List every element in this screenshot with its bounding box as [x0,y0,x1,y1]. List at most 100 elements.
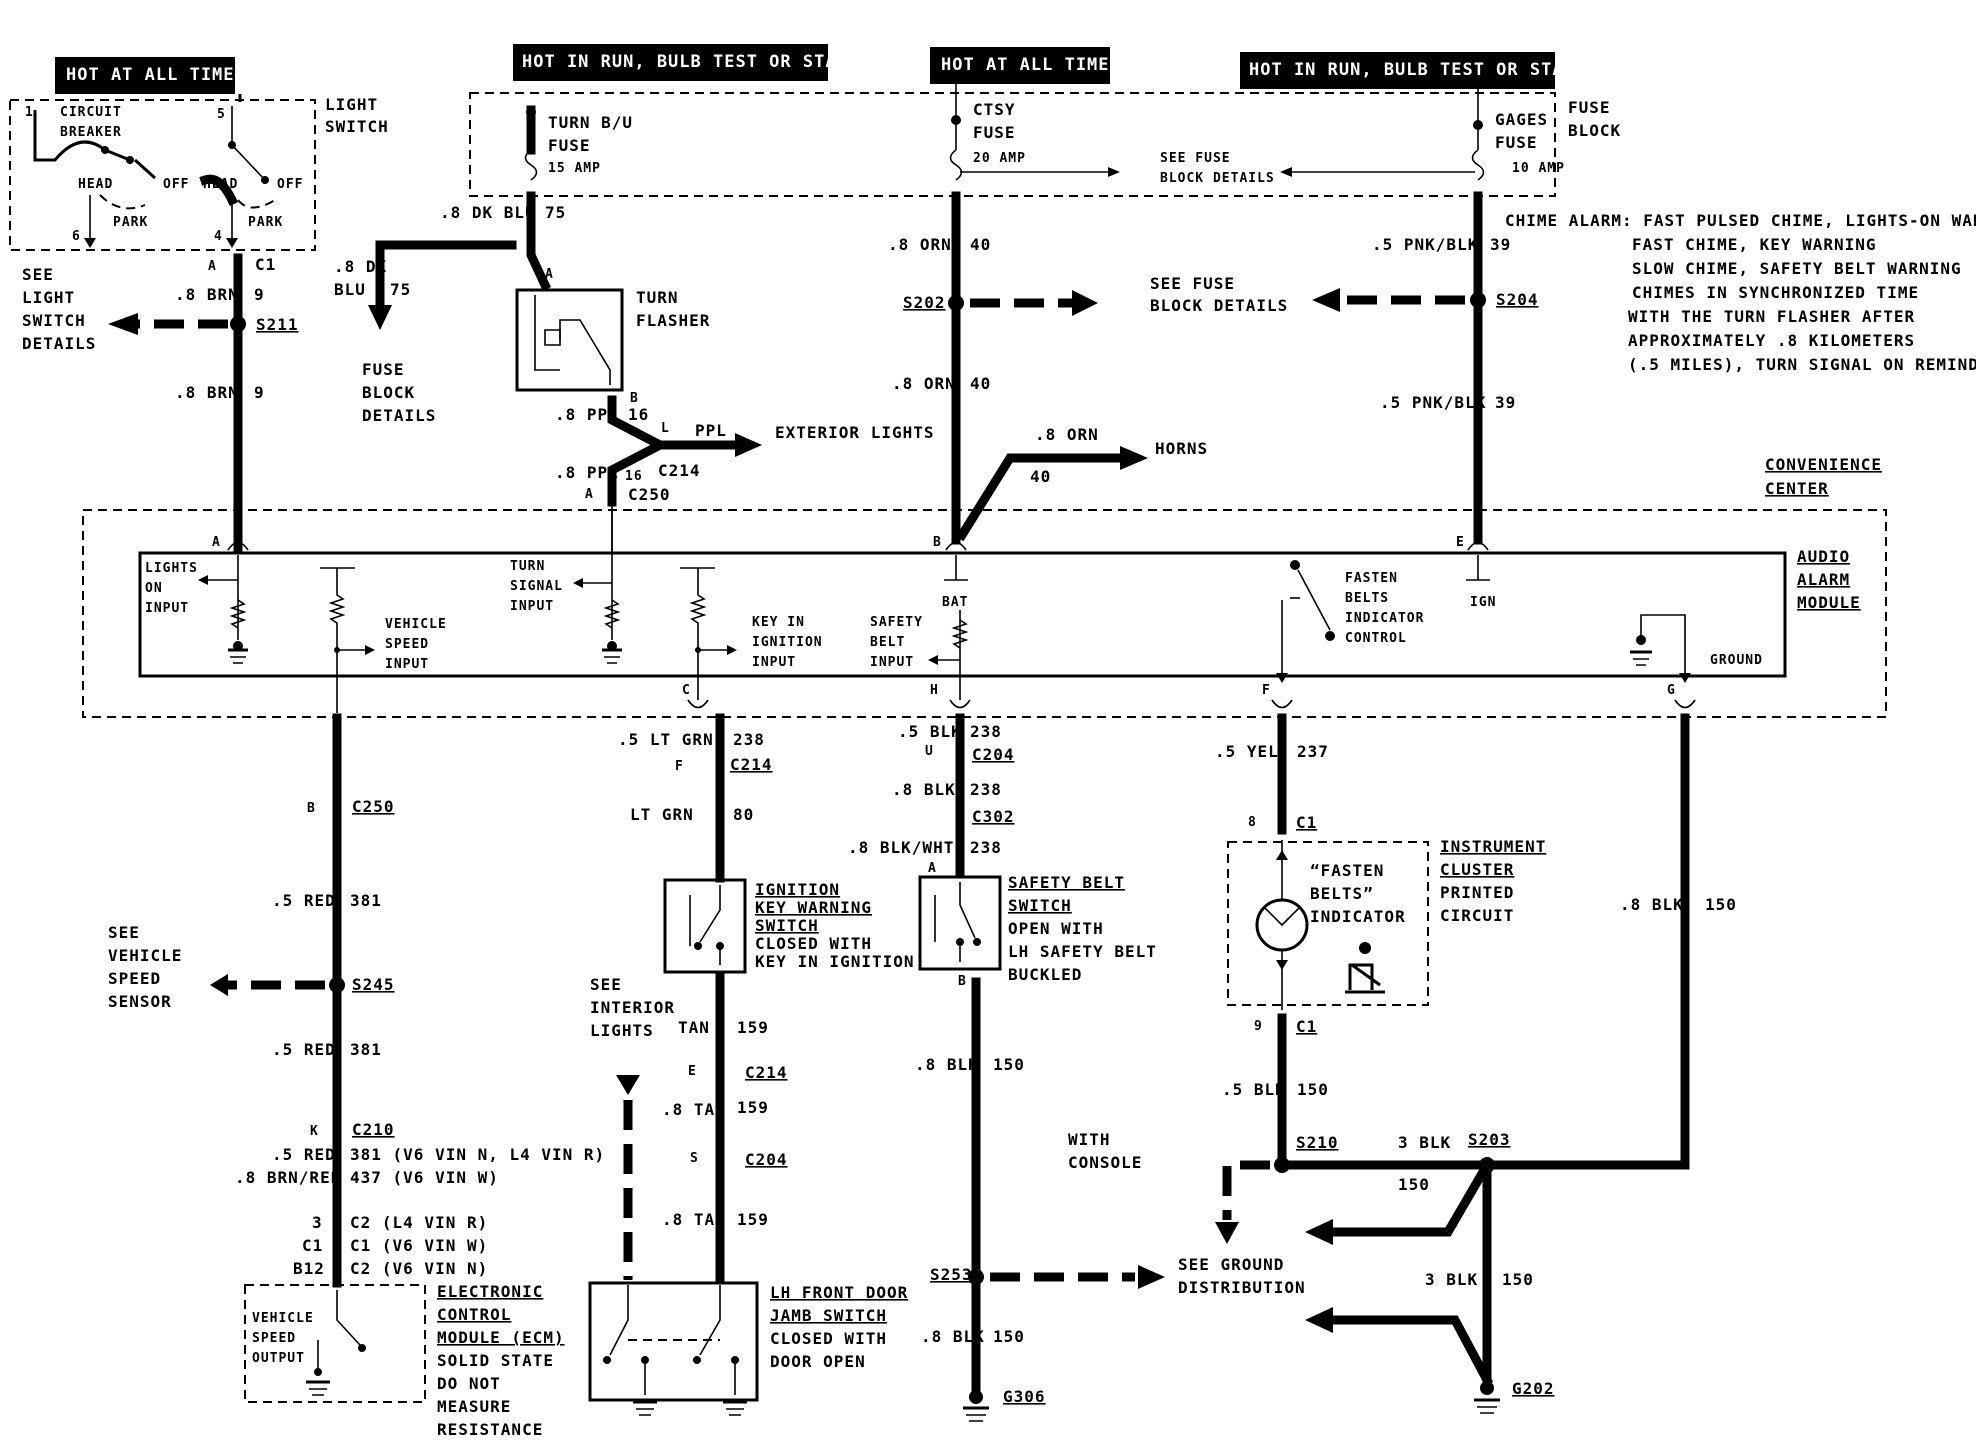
circuit-number: 40 [970,374,991,393]
destination-label: EXTERIOR LIGHTS [775,423,935,442]
splice-label: S253 [930,1265,973,1284]
circuit-number: 40 [1030,467,1051,486]
control-label: INDICATOR [1345,611,1424,626]
circuit-label: INSTRUMENT [1440,837,1546,856]
wire-color-label: .8 BRN/RED [235,1168,341,1187]
wire-color-label: 3 BLK [1398,1133,1451,1152]
circuit-number: 437 (V6 VIN W) [350,1168,499,1187]
note-label: WITH [1068,1130,1111,1149]
wire-color-label: .8 ORN [1035,425,1099,444]
pin-label: B [630,391,639,406]
convenience-center-title: CENTER [1765,479,1829,498]
switch-label: SAFETY BELT [1008,873,1125,892]
wire-color-label: .8 BLK [921,1327,985,1346]
input-label: SPEED [385,637,429,652]
input-label: INPUT [752,655,796,670]
circuit-number: 150 [1705,895,1737,914]
circuit-number: 150 [1398,1175,1430,1194]
note-label: CONSOLE [1068,1153,1142,1172]
circuit-number: 150 [1502,1270,1534,1289]
connector-label: C1 (V6 VIN W) [350,1236,488,1255]
light-switch: LIGHT SWITCH 1 CIRCUIT BREAKER 5 HEAD OF… [9,95,389,274]
wire-color-label: PPL [695,421,727,440]
wire-color-label: LT GRN [630,805,694,824]
light-switch-title: SWITCH [325,117,389,136]
seatbelt-icon [1345,942,1385,994]
switch-label: KEY WARNING [755,898,872,917]
input-label: KEY IN [752,615,805,630]
pin-label: A [585,487,594,502]
convenience-center-title: CONVENIENCE [1765,455,1882,474]
wire-color-label: .8 DK BLU [440,203,536,222]
component-label: OUTPUT [252,1351,305,1366]
switch-label: CLOSED WITH [755,934,872,953]
circuit-number: 16 [625,469,643,484]
switch-label: LH SAFETY BELT [1008,942,1157,961]
circuit-number: 150 [993,1327,1025,1346]
reference-label: BLOCK DETAILS [1160,171,1275,186]
pin-label: K [310,1124,319,1139]
switch-position-label: HEAD [78,177,113,192]
switch-label: OPEN WITH [1008,919,1104,938]
component-label: VEHICLE [252,1311,314,1326]
pin-label: H [930,683,939,698]
chime-alarm-note: CHIME ALARM: FAST PULSED CHIME, LIGHTS-O… [1505,211,1976,374]
input-label: IGNITION [752,635,823,650]
fuse-label: TURN B/U [548,113,633,132]
destination-label: HORNS [1155,439,1208,458]
wire-color-label: .8 BRN [175,285,239,304]
switch-label: BUCKLED [1008,965,1082,984]
pin-label: C1 [302,1236,323,1255]
switch-label: SWITCH [755,916,819,935]
pin-label: 4 [214,229,223,244]
wire-color-label: .5 BLK [898,722,962,741]
wire-color-label: .5 PNK/BLK [1380,393,1486,412]
pin-label: 8 [1248,815,1257,830]
convenience-center: CONVENIENCE CENTER AUDIO ALARM MODULE A … [82,455,1887,718]
wire-color-label: .8 ORN [892,374,956,393]
switch-position-label: PARK [248,215,283,230]
component-label: SPEED [252,1331,296,1346]
circuit-number: 39 [1495,393,1516,412]
circuit-number: 39 [1490,235,1511,254]
connector-label: C302 [972,807,1015,826]
ecm-label: MODULE (ECM) [437,1328,565,1347]
fasten-belts-circuit: .5 YEL 237 8 C1 “FASTEN BELTS” INDICATOR… [1178,713,1737,1414]
vehicle-speed-circuit: B C250 .5 RED 381 SEE VEHICLE SPEED SENS… [108,713,605,1439]
reference-label: INTERIOR [590,998,675,1017]
wire-color-label: .8 ORN [888,235,952,254]
circuit-number: 16 [628,405,649,424]
fuse-label: FUSE [1495,133,1538,152]
circuit-number: 381 (V6 VIN N, L4 VIN R) [350,1145,605,1164]
pin-label: B [958,974,967,989]
input-label: LIGHTS [145,561,198,576]
input-label: INPUT [385,657,429,672]
circuit-breaker-label: BREAKER [60,125,122,140]
wire-color-label: 3 BLK [1425,1270,1478,1289]
component-label: TURN [636,288,679,307]
circuit-number: 238 [970,780,1002,799]
circuit-number: 9 [254,383,265,402]
ecm-label: SOLID STATE [437,1351,554,1370]
reference-label: DETAILS [362,406,436,425]
component-label: FLASHER [636,311,710,330]
reference-label: SEE [22,265,54,284]
reference-label: SEE FUSE [1160,151,1231,166]
light-switch-title: LIGHT [325,95,378,114]
pin-label: E [688,1064,697,1079]
connector-label: C204 [972,745,1015,764]
indicator-label: “FASTEN [1310,861,1384,880]
fuse-label: CTSY [973,100,1016,119]
reference-label: SEE FUSE [1150,274,1235,293]
circuit-number: 381 [350,1040,382,1059]
terminal-label: BAT [942,595,968,610]
circuit-number: 150 [1297,1080,1329,1099]
fuse-label: FUSE [973,123,1016,142]
switch-position-label: OFF [277,177,303,192]
note-line: SLOW CHIME, SAFETY BELT WARNING [1632,259,1962,278]
pin-label: G [1667,683,1676,698]
circuit-number: 238 [970,838,1002,857]
connector-label: C214 [658,461,701,480]
input-label: SAFETY [870,615,923,630]
connector-label: C214 [745,1063,788,1082]
